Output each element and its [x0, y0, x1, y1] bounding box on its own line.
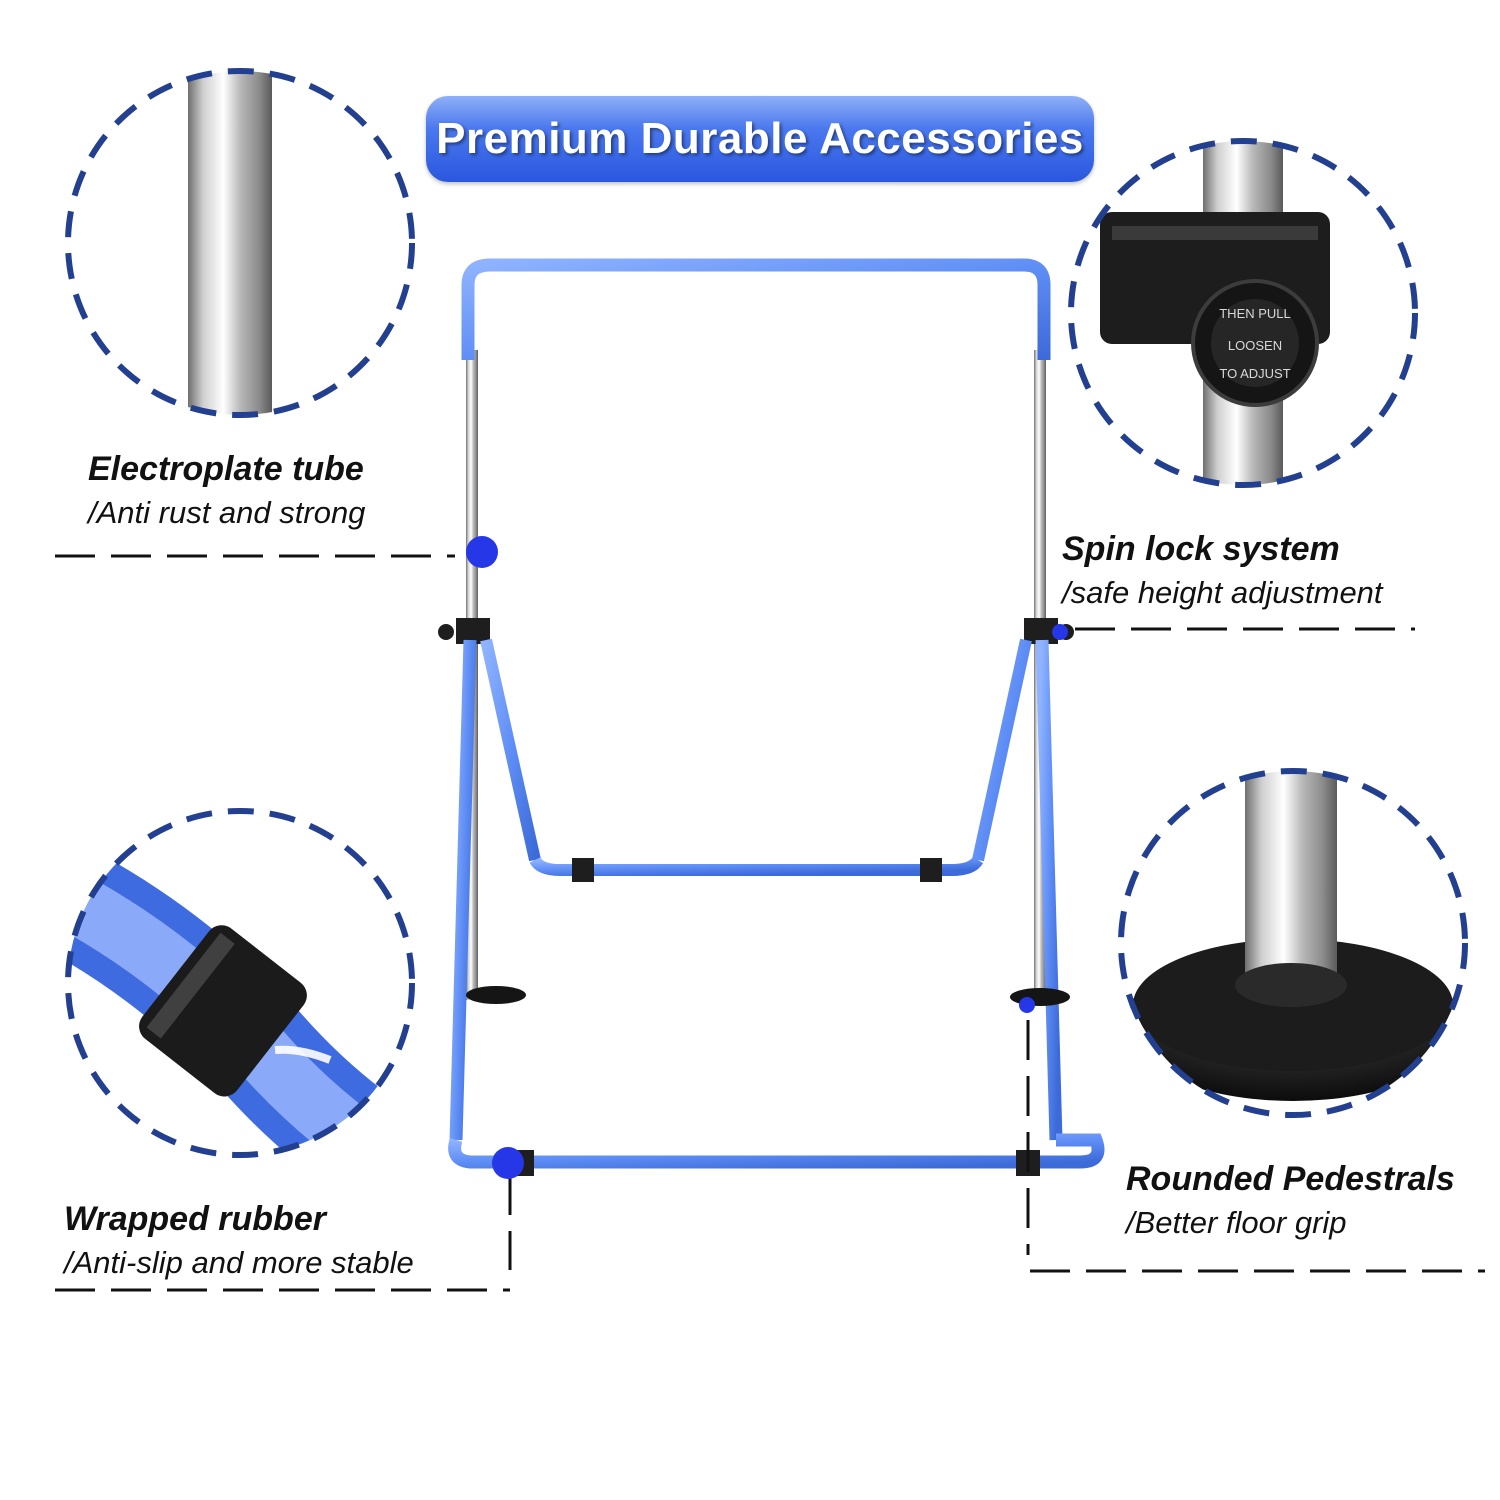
gym-bar-frame: [438, 258, 1105, 1176]
wrapped-rubber-detail: [65, 808, 415, 1158]
callout-heading: Spin lock system: [1062, 530, 1340, 568]
callout-heading: Electroplate tube: [88, 450, 364, 488]
knob-text-line1: THEN PULL: [1219, 306, 1291, 321]
marker-dot-electroplate: [466, 536, 498, 568]
callout-heading: Wrapped rubber: [64, 1200, 326, 1238]
page-title: Premium Durable Accessories: [436, 114, 1084, 163]
callout-wrapped-rubber: Wrapped rubber /Anti-slip and more stabl…: [64, 1200, 414, 1281]
callout-subtitle: /Better floor grip: [1126, 1205, 1347, 1240]
knob-text-line2: LOOSEN: [1228, 338, 1282, 353]
callout-electroplate: Electroplate tube /Anti rust and strong: [88, 450, 365, 531]
callout-spin-lock: Spin lock system /safe height adjustment: [1062, 530, 1383, 611]
knob-text-line3: TO ADJUST: [1219, 366, 1290, 381]
callout-heading: Rounded Pedestrals: [1126, 1160, 1455, 1198]
rounded-pedestal-detail: [1118, 768, 1468, 1118]
callout-leader-lines: [55, 554, 1485, 1292]
title-banner: Premium Durable Accessories: [426, 96, 1094, 182]
electroplate-tube-detail: [65, 68, 415, 418]
marker-dot-rubber: [492, 1147, 524, 1179]
callout-subtitle: /safe height adjustment: [1062, 575, 1383, 610]
callout-rounded-pedestals: Rounded Pedestrals /Better floor grip: [1126, 1160, 1455, 1241]
marker-dot-spin-lock: [1052, 624, 1068, 640]
spin-lock-detail: THEN PULL LOOSEN TO ADJUST: [1068, 138, 1418, 488]
callout-subtitle: /Anti rust and strong: [88, 495, 366, 530]
marker-dot-pedestal: [1019, 997, 1035, 1013]
callout-subtitle: /Anti-slip and more stable: [64, 1245, 414, 1280]
